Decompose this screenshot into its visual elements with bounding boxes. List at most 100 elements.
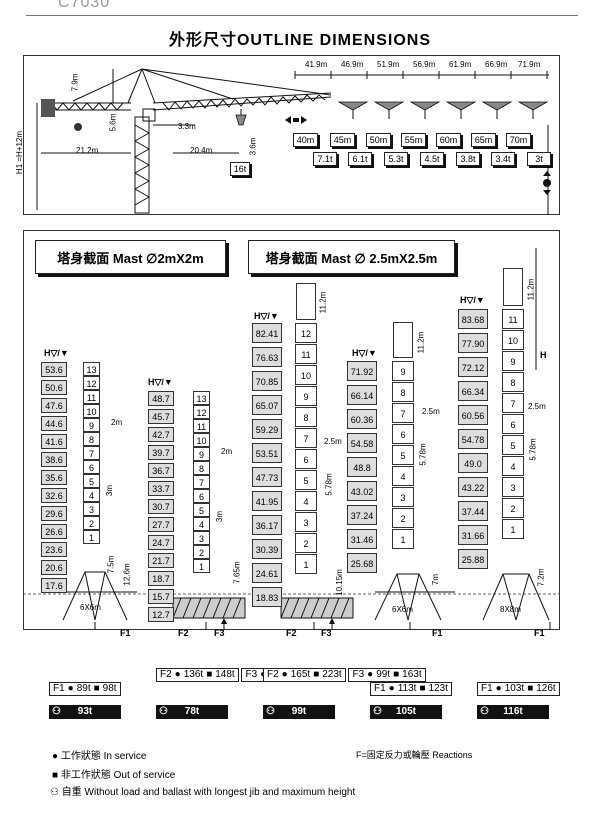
height-cell: 30.7: [148, 499, 174, 514]
col-d-dim-11.2m: 11.2m: [416, 331, 426, 354]
in-service-icon: ●: [281, 669, 288, 680]
in-service-icon: ●: [52, 751, 59, 762]
mast-section: 11: [295, 344, 317, 364]
height-cell: 35.6: [41, 470, 67, 485]
mast-section: 10: [193, 433, 210, 447]
self-weight-value: 99t: [291, 706, 307, 717]
col-d-hlabel: H▽/▼: [352, 348, 377, 358]
out-service-icon: ■: [93, 683, 100, 694]
dim-3.6m: 3.6m: [248, 137, 258, 156]
mast-panel: [23, 230, 560, 630]
height-cell: 33.7: [148, 481, 174, 496]
legend-self-weight: ⚇ 自重 Without load and ballast with longe…: [50, 783, 355, 798]
height-cell: 70.85: [252, 371, 282, 391]
height-cell: 25.88: [458, 549, 488, 569]
jib-radius-6: 66.9m: [485, 60, 508, 69]
height-cell: 32.6: [41, 488, 67, 503]
reaction-row: F3 ●99t ■163t: [348, 668, 426, 682]
self-weight-bar-4: ⚇ 105t: [370, 705, 442, 719]
mast-section: 4: [392, 466, 414, 486]
mast-section: 7: [295, 428, 317, 448]
col-c-sections: 12 11 10 9 8 7 6 5 4 3 2 1: [295, 323, 317, 575]
height-cell: 42.7: [148, 427, 174, 442]
col-e-dim-7.2m: 7.2m: [536, 568, 546, 587]
col-a-base: 6X6m: [80, 603, 101, 612]
mast-section: 3: [502, 477, 524, 497]
height-cell: 24.61: [252, 563, 282, 583]
col-c-dim-10.15m: 10.15m: [334, 569, 344, 596]
mast-section: 12: [295, 323, 317, 343]
height-cell: 47.6: [41, 398, 67, 413]
mast-section: 4: [295, 491, 317, 511]
mast-section: 3: [295, 512, 317, 532]
legend-out-service: ■ 非工作狀態 Out of service: [52, 766, 175, 781]
col-c-dim-5.78m: 5.78m: [324, 473, 334, 496]
in-service-icon: ●: [174, 669, 181, 680]
height-cell: 17.6: [41, 578, 67, 593]
mast-section: 5: [295, 470, 317, 490]
in-service-icon: ●: [388, 683, 395, 694]
force-label: F2: [267, 669, 279, 680]
in-service-value: 99t: [376, 669, 391, 680]
tip-load-7: 3t: [527, 152, 551, 166]
reaction-row: F2 ●136t ■148t: [156, 668, 239, 682]
out-service-icon: ■: [206, 669, 213, 680]
out-service-value: 163t: [402, 669, 422, 680]
self-weight-bar-5: ⚇116t: [477, 705, 549, 719]
height-cell: 48.7: [148, 391, 174, 406]
mast-section: 11: [83, 390, 100, 404]
col-a-dim-2m: 2m: [111, 418, 123, 427]
height-cell: 41.95: [252, 491, 282, 511]
jib-length-5: 60m: [436, 133, 461, 147]
in-service-icon: ●: [495, 683, 502, 694]
jib-length-6: 65m: [471, 133, 496, 147]
tip-load-5: 3.8t: [456, 152, 480, 166]
force-label: F1: [374, 683, 386, 694]
mast-section: 2: [193, 545, 210, 559]
self-weight-icon: ⚇: [373, 706, 382, 717]
height-cell: 72.12: [458, 357, 488, 377]
dim-5.6m: 5.6m: [108, 113, 118, 132]
col-b-hlabel: H▽/▼: [148, 377, 173, 387]
jib-length-2: 45m: [330, 133, 355, 147]
self-weight-bar-2: ⚇78t: [156, 705, 228, 719]
dim-21.2m: 21.2m: [76, 146, 99, 155]
tip-load-6: 3.4t: [491, 152, 515, 166]
height-cell: 53.6: [41, 362, 67, 377]
height-cell: 38.6: [41, 452, 67, 467]
out-service-icon: ■: [419, 683, 426, 694]
col-d-force: F1: [432, 628, 443, 638]
mast-section: 12: [83, 376, 100, 390]
tip-load-1: 7.1t: [313, 152, 337, 166]
jib-radius-7: 71.9m: [518, 60, 541, 69]
mast-section: 9: [193, 447, 210, 461]
mast-section: 9: [502, 351, 524, 371]
out-service-value: 98t: [102, 683, 117, 694]
mast-section: 6: [295, 449, 317, 469]
mast-section: 4: [83, 488, 100, 502]
mast-section: 13: [193, 391, 210, 405]
mast-section: 1: [295, 554, 317, 574]
col-b-sections: 13 12 11 10 9 8 7 6 5 4 3 2 1: [193, 391, 210, 573]
jib-radius-5: 61.9m: [449, 60, 472, 69]
col-c-hlabel: H▽/▼: [254, 311, 279, 321]
mast-section: 2: [392, 508, 414, 528]
col-b-dim-7.65m: 7.65m: [232, 561, 242, 584]
self-weight-value: 105t: [395, 706, 416, 717]
in-service-icon: ●: [67, 683, 74, 694]
reaction-group-4: F1 ●113t ■123t: [370, 682, 452, 696]
height-cell: 59.29: [252, 419, 282, 439]
mast-section: 8: [502, 372, 524, 392]
height-cell: 60.56: [458, 405, 488, 425]
height-cell: 44.6: [41, 416, 67, 431]
reaction-row: F1 ●113t ■123t: [370, 682, 452, 696]
out-service-icon: ■: [313, 669, 320, 680]
col-d-dim-7m: 7m: [431, 573, 441, 586]
col-e-dim-11.2m: 11.2m: [526, 278, 536, 301]
jib-radius-2: 46.9m: [341, 60, 364, 69]
model-mark: C7030: [58, 0, 111, 11]
mast-section: 3: [392, 487, 414, 507]
col-a-dim-3m: 3m: [105, 484, 115, 497]
hook-load-tag: 16t: [230, 162, 250, 176]
mast-section: 11: [193, 419, 210, 433]
